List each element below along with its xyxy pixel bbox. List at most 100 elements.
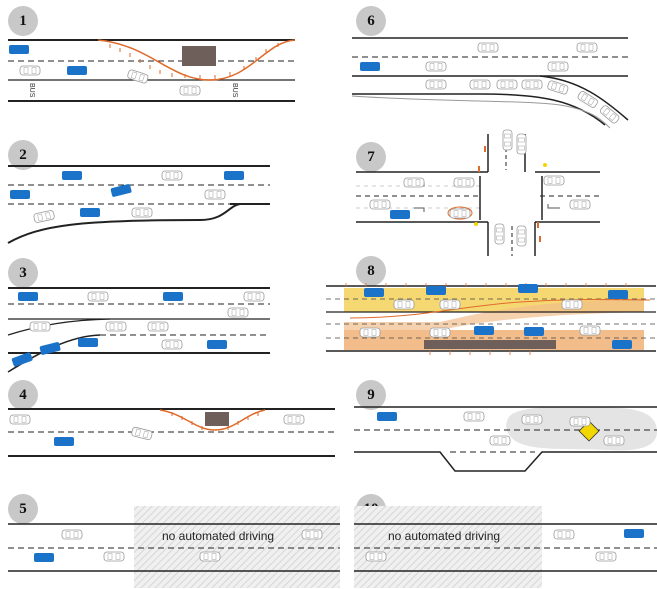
no-automated-zone <box>134 506 340 588</box>
no-automated-driving-label: no automated driving <box>162 529 275 543</box>
car <box>569 199 591 210</box>
car <box>19 65 41 76</box>
car <box>521 79 543 90</box>
automated-vehicle <box>18 292 38 301</box>
automated-vehicle <box>67 66 87 75</box>
automated-vehicle <box>78 338 98 347</box>
car <box>489 435 511 446</box>
automated-vehicle <box>207 340 227 349</box>
car <box>439 299 461 310</box>
automated-vehicle <box>9 45 29 54</box>
car <box>9 414 31 425</box>
car <box>561 299 583 310</box>
scenario-badge-4: 4 <box>8 380 38 410</box>
car <box>147 321 169 332</box>
car <box>283 414 305 425</box>
automated-vehicle <box>224 171 244 180</box>
car <box>32 209 56 224</box>
car <box>502 129 513 151</box>
car <box>477 42 499 53</box>
scenario-5-no-automated-zone <box>8 506 340 588</box>
car <box>547 61 569 72</box>
car <box>359 327 381 338</box>
car <box>29 321 51 332</box>
car <box>126 68 150 85</box>
car <box>403 177 425 188</box>
car <box>425 61 447 72</box>
car <box>603 435 625 446</box>
automated-vehicle <box>54 437 74 446</box>
scenario-7-intersection <box>356 129 600 256</box>
automated-vehicle <box>11 351 34 368</box>
scenario-badge-9: 9 <box>356 380 386 410</box>
car <box>161 339 183 350</box>
bus-lane-marking: BUS <box>28 83 35 98</box>
automated-vehicle <box>390 210 410 219</box>
automated-vehicle <box>360 62 380 71</box>
car <box>131 207 153 218</box>
car <box>161 170 183 181</box>
scenario-10-no-automated-zone <box>354 506 657 588</box>
car <box>569 416 591 427</box>
cone-row <box>345 283 627 355</box>
obstacle-block <box>205 412 229 426</box>
automated-vehicle <box>524 327 544 336</box>
car <box>449 208 471 219</box>
automated-vehicle <box>62 171 82 180</box>
scenario-badge-7: 7 <box>356 142 386 172</box>
car <box>243 291 265 302</box>
scenario-badge-3: 3 <box>8 258 38 288</box>
scenario-8-highway-shift <box>326 283 656 355</box>
car <box>516 133 527 155</box>
automated-vehicle <box>110 183 132 198</box>
obstacle-block <box>424 340 556 349</box>
obstacle-block <box>182 46 216 66</box>
car <box>576 89 600 109</box>
car <box>365 551 387 562</box>
automated-vehicle <box>34 553 54 562</box>
automated-vehicle <box>80 208 100 217</box>
car <box>199 551 221 562</box>
scenario-badge-6: 6 <box>356 6 386 36</box>
scenario-4-lane-closure <box>8 408 335 457</box>
car <box>494 223 505 245</box>
car <box>546 79 570 96</box>
car <box>516 225 527 247</box>
car <box>87 291 109 302</box>
car <box>595 551 617 562</box>
automated-vehicle <box>624 529 644 538</box>
car <box>429 327 451 338</box>
bus-lane-marking: BUS <box>231 83 238 98</box>
car <box>453 177 475 188</box>
scenario-6-exit-ramp <box>351 37 629 129</box>
scenario-badge-8: 8 <box>356 256 386 286</box>
automated-vehicle <box>10 190 30 199</box>
scenario-3-lane-merge <box>7 287 270 373</box>
automated-vehicle <box>163 292 183 301</box>
automated-vehicle <box>364 288 384 297</box>
car <box>521 414 543 425</box>
car <box>425 79 447 90</box>
car <box>496 79 518 90</box>
scenario-badge-5: 5 <box>8 494 38 524</box>
cone-row <box>171 412 259 430</box>
car <box>227 307 249 318</box>
car <box>463 411 485 422</box>
car <box>576 42 598 53</box>
scenario-badge-1: 1 <box>8 6 38 36</box>
car <box>543 175 565 186</box>
no-automated-driving-label: no automated driving <box>388 529 501 543</box>
automated-vehicle <box>426 286 446 295</box>
automated-vehicle <box>612 340 632 349</box>
car <box>579 325 601 336</box>
automated-vehicle <box>474 326 494 335</box>
automated-vehicle <box>518 284 538 293</box>
automated-vehicle <box>608 290 628 299</box>
scenario-2-lane-merge <box>7 165 270 244</box>
car <box>369 199 391 210</box>
car <box>204 189 226 200</box>
car <box>105 321 127 332</box>
car <box>393 299 415 310</box>
car <box>179 85 201 96</box>
